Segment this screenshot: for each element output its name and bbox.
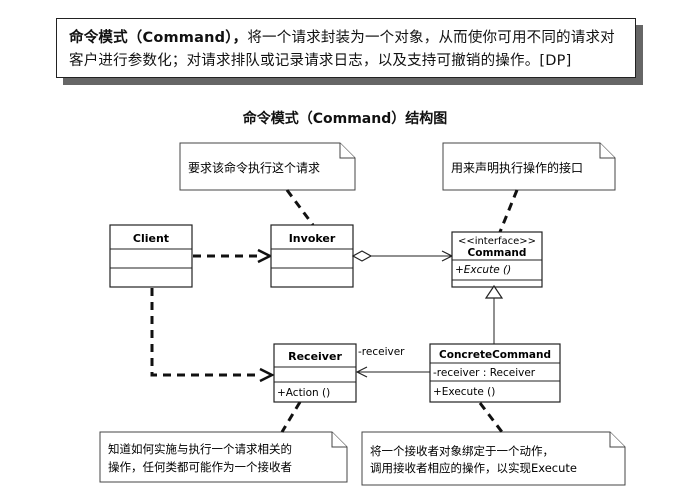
class-receiver-operation: +Action (): [277, 387, 330, 399]
class-invoker-name: Invoker: [289, 232, 336, 245]
definition-lead: 命令模式（Command），: [69, 30, 248, 46]
diagram-title: 命令模式（Command）结构图: [242, 111, 448, 127]
note-concrete-line1: 将一个接收者对象绑定于一个动作，: [370, 444, 554, 458]
note-command-text: 用来声明执行操作的接口: [451, 160, 583, 175]
class-client-name: Client: [133, 232, 169, 245]
class-command-operation: +Excute (): [455, 264, 511, 276]
anchor-concrete-note: [478, 402, 504, 433]
class-command-stereotype: <<interface>>: [458, 236, 536, 247]
client-receiver-dependency: [150, 288, 260, 377]
note-invoker-text: 要求该命令执行这个请求: [188, 160, 320, 175]
class-receiver: Receiver +Action (): [273, 343, 357, 403]
class-receiver-name: Receiver: [288, 350, 342, 363]
note-invoker: 要求该命令执行这个请求: [179, 142, 356, 191]
class-command: <<interface>> Command +Excute (): [451, 231, 543, 288]
note-receiver-line1: 知道如何实施与执行一个请求相关的: [108, 442, 292, 456]
anchor-invoker-note: [285, 189, 315, 226]
association-role-label: -receiver: [358, 346, 405, 358]
class-invoker: Invoker: [270, 224, 354, 288]
note-receiver-line2: 操作，任何类都可能作为一个接收者: [108, 460, 292, 474]
realization-triangle: [484, 284, 504, 299]
note-concrete-line2: 调用接收者相应的操作，以实现Execute: [370, 461, 577, 475]
class-concrete-attribute: -receiver : Receiver: [433, 367, 536, 379]
anchor-receiver-note: [280, 401, 302, 433]
note-command: 用来声明执行操作的接口: [442, 142, 616, 191]
note-concrete: 将一个接收者对象绑定于一个动作， 调用接收者相应的操作，以实现Execute: [361, 431, 626, 486]
client-receiver-arrowhead: [259, 367, 275, 383]
definition-text: 将一个请求封装为一个对象，从而使你可用不同的请求对客户进行参数化；对请求排队或记…: [69, 30, 615, 69]
client-invoker-arrowhead: [257, 248, 273, 264]
invoker-command-aggregation-diamond: [351, 250, 373, 262]
note-receiver: 知道如何实施与执行一个请求相关的 操作，任何类都可能作为一个接收者: [99, 431, 348, 483]
class-concrete-name: ConcreteCommand: [439, 349, 551, 361]
class-concrete-operation: +Execute (): [433, 386, 495, 398]
definition-box: 命令模式（Command），将一个请求封装为一个对象，从而使你可用不同的请求对客…: [56, 18, 636, 78]
class-client: Client: [109, 224, 193, 288]
class-concrete-command: ConcreteCommand -receiver : Receiver +Ex…: [429, 343, 561, 403]
class-command-name: Command: [468, 247, 527, 259]
anchor-command-note: [498, 189, 519, 233]
